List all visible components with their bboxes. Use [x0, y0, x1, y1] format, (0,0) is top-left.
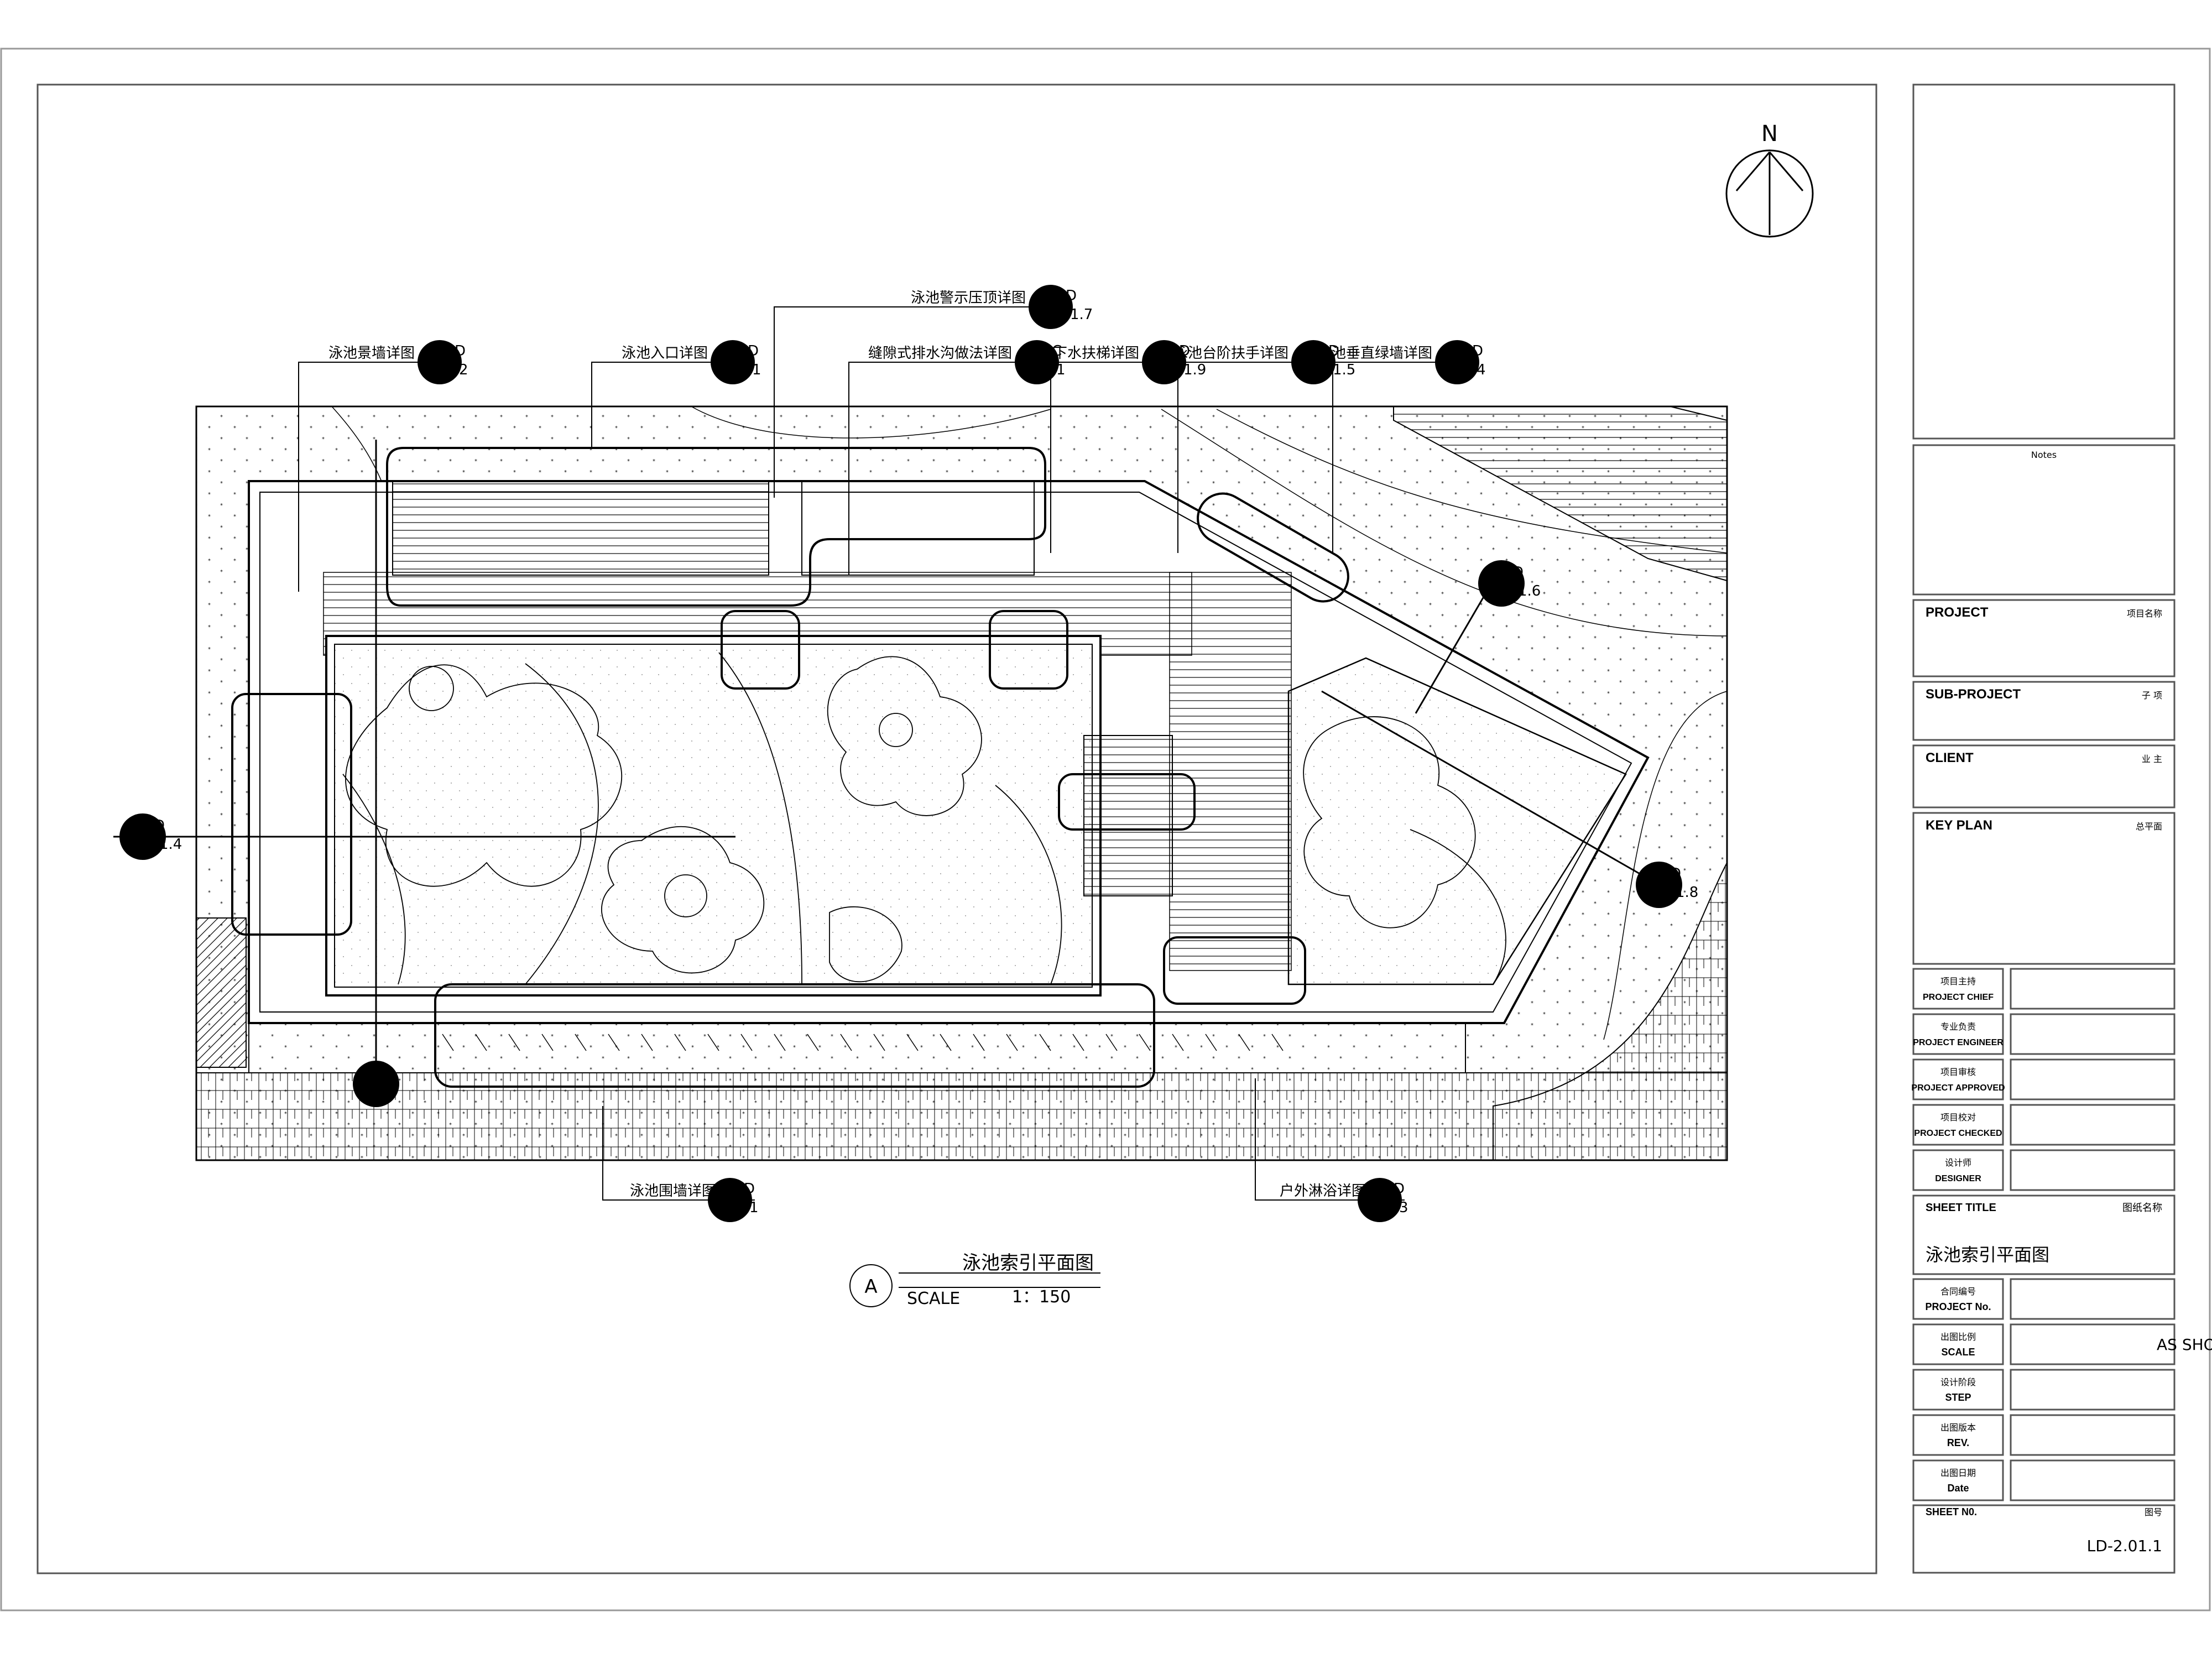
info-label-cn: 出图比例: [1940, 1332, 1976, 1342]
role-label-cn: 专业负责: [1940, 1021, 1976, 1032]
callout-number: 3: [1399, 1199, 1408, 1216]
callout-marker: [1358, 1178, 1402, 1222]
section-code: D: [154, 817, 165, 834]
section-marker: [1636, 862, 1682, 908]
callout-label: 缝隙式排水沟做法详图: [868, 345, 1012, 362]
section-code: D: [1670, 865, 1681, 882]
callout-marker: [708, 1178, 752, 1222]
sheet-no-label: SHEET N0.: [1926, 1506, 1977, 1517]
callout-number: 1.5: [1333, 362, 1355, 378]
callout-number: 4: [1477, 362, 1486, 378]
callout-code: D: [748, 343, 759, 359]
callout-label: 泳池围墙详图: [630, 1183, 716, 1199]
callout-marker: [711, 340, 755, 384]
callouts-bottom: [602, 1078, 1405, 1201]
callout-label: 下水扶梯详图: [1053, 345, 1139, 362]
callout-code: D: [1179, 343, 1190, 359]
north-arrow: [1725, 149, 1814, 238]
callout-number: 1: [1056, 362, 1066, 378]
callout-label: 泳池入口详图: [622, 345, 708, 362]
title-block-frame: [1912, 84, 2176, 1574]
role-label: PROJECT APPROVED: [1911, 1083, 2005, 1093]
callout-number: 1: [752, 362, 761, 378]
callout-marker: [418, 340, 462, 384]
callout-marker: [1291, 340, 1335, 384]
section-marker: [1478, 560, 1525, 607]
info-label: STEP: [1945, 1392, 1971, 1403]
scale-value: 1：150: [1012, 1287, 1071, 1307]
callout-number: 1: [749, 1199, 759, 1216]
sheet-no-value: LD-2.01.1: [2087, 1537, 2162, 1555]
info-label-cn: 合同编号: [1940, 1286, 1976, 1297]
site-plan: [113, 405, 1728, 1161]
project-label: PROJECT: [1926, 605, 1989, 620]
callout-code: C: [1052, 343, 1062, 359]
sheet-no-label-cn: 图号: [2145, 1507, 2162, 1517]
info-label: Date: [1947, 1483, 1969, 1494]
section-number: 1.6: [1518, 583, 1541, 599]
callout-label: 泳池警示压顶详图: [911, 290, 1026, 306]
callout-label: 户外淋浴详图: [1280, 1183, 1366, 1199]
notes-label: Notes: [2031, 450, 2057, 460]
callout-number: 1.7: [1070, 306, 1093, 323]
info-label-cn: 出图日期: [1940, 1468, 1976, 1478]
sheet-title-label-cn: 图纸名称: [2122, 1202, 2162, 1214]
sub-project-label: SUB-PROJECT: [1926, 687, 2021, 702]
info-label: SCALE: [1941, 1347, 1975, 1358]
callout-number: 1.9: [1183, 362, 1206, 378]
sub-project-label-cn: 子 项: [2142, 690, 2162, 701]
client-label-cn: 业 主: [2142, 754, 2162, 764]
callout-label: 泳池垂直绿墙详图: [1317, 345, 1432, 362]
role-label-cn: 项目校对: [1940, 1112, 1976, 1123]
section-number: 1.4: [159, 836, 182, 853]
callout-code: D: [1328, 343, 1339, 359]
plan-title-marker: A: [864, 1276, 877, 1298]
project-label-cn: 项目名称: [2127, 608, 2162, 619]
key-plan-label-cn: 总平面: [2136, 821, 2162, 832]
info-label-cn: 设计阶段: [1940, 1377, 1976, 1387]
section-marker: [119, 813, 166, 860]
callout-code: D: [1472, 343, 1483, 359]
callout-code: D: [744, 1181, 755, 1197]
section-code: D: [1512, 564, 1524, 581]
info-label-cn: 出图版本: [1940, 1422, 1976, 1433]
callout-code: D: [1066, 288, 1077, 304]
sheet-title-value: 泳池索引平面图: [1926, 1244, 2049, 1265]
section-number: 1.8: [1676, 884, 1698, 901]
role-label: PROJECT ENGINEER: [1913, 1038, 2004, 1047]
north-letter: N: [1761, 121, 1778, 147]
callout-marker: [1029, 285, 1073, 329]
role-label: PROJECT CHIEF: [1923, 993, 1994, 1002]
role-label: PROJECT CHECKED: [1914, 1129, 2002, 1138]
role-label-cn: 设计师: [1945, 1157, 1971, 1168]
callout-label: 泳池台阶扶手详图: [1173, 345, 1288, 362]
callout-marker: [1142, 340, 1186, 384]
callout-number: 2: [459, 362, 468, 378]
section-marker: [353, 1061, 399, 1107]
role-label-cn: 项目审核: [1940, 1067, 1976, 1077]
plan-title: 泳池索引平面图: [962, 1252, 1094, 1274]
role-label-cn: 项目主持: [1940, 976, 1976, 987]
callout-label: 泳池景墙详图: [328, 345, 415, 362]
role-label: DESIGNER: [1935, 1174, 1981, 1183]
callout-marker: [1015, 340, 1059, 384]
scale-label: SCALE: [907, 1289, 960, 1308]
callout-code: D: [455, 343, 466, 359]
info-label: REV.: [1947, 1437, 1969, 1448]
info-label: PROJECT No.: [1925, 1301, 1991, 1312]
callout-code: D: [1394, 1181, 1405, 1197]
callout-marker: [1435, 340, 1479, 384]
client-label: CLIENT: [1926, 750, 1974, 765]
sheet-title-label: SHEET TITLE: [1926, 1202, 1996, 1214]
key-plan-label: KEY PLAN: [1926, 818, 1992, 833]
info-value: AS SHO: [2157, 1335, 2212, 1354]
